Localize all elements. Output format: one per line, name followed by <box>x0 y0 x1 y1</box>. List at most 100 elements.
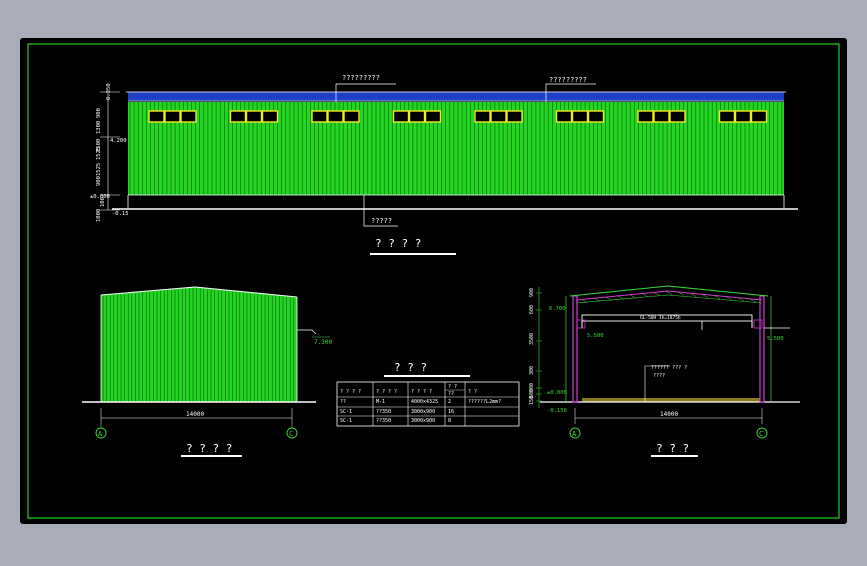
side-elevation: 7.300 14000 A C ? ? ? ? <box>82 286 332 457</box>
window-pane <box>734 110 752 123</box>
section-level-floor: ±0.000 <box>547 390 567 396</box>
schedule-cell: SC-1 <box>340 418 352 424</box>
section-dimension-label: 600 <box>529 305 535 314</box>
door-window-schedule: ? ? ? ? ? ? ?? ? ? ?? ? ? ?? ???? ???M-1… <box>336 361 520 427</box>
front-dimension-label: ±0.000 <box>90 194 110 200</box>
front-dimension-label: 4.200 <box>110 138 127 144</box>
section-floor-label: ?????? ??? ? <box>651 365 687 371</box>
section-ground <box>582 398 760 402</box>
window-pane <box>474 110 491 123</box>
schedule-cell: ??350 <box>376 409 391 415</box>
window-pane <box>555 110 573 123</box>
section-floor-label-2: ???? <box>653 373 665 379</box>
schedule-cell: ??????L2mm? <box>468 399 501 405</box>
front-callout-left: ????????? <box>342 74 380 82</box>
schedule-cell: ??350 <box>376 418 391 424</box>
front-elevation-title: ? ? ? ? <box>375 237 421 250</box>
window-group <box>474 110 523 123</box>
axis-bubble-icon <box>756 427 768 439</box>
window-group <box>392 110 442 123</box>
schedule-cell: 8 <box>448 418 451 424</box>
section-title: ? ? ? <box>656 442 689 455</box>
window-group <box>311 110 360 123</box>
window-pane <box>311 110 328 123</box>
window-pane <box>653 110 670 123</box>
schedule-cell: ?? <box>340 399 346 405</box>
front-dimension-label: 6.350 <box>106 83 112 100</box>
section-dimension-label: 150 <box>529 396 535 405</box>
front-dimension-label: 900 <box>96 176 102 186</box>
section-crane-beam <box>581 314 753 322</box>
window-pane <box>637 110 654 123</box>
front-roof-band <box>128 92 784 101</box>
section-beam-label: GL-50H 1h=1875h <box>640 315 681 321</box>
front-dimension-label: 1000 <box>96 209 102 222</box>
section-axis-left: A <box>572 430 577 438</box>
section-dimension-label: 900 <box>529 383 535 392</box>
window-pane <box>490 110 507 123</box>
schedule-header-cell: ? ? <box>468 389 477 395</box>
side-elevation-title: ? ? ? ? <box>186 442 232 455</box>
window-pane <box>245 110 263 123</box>
window-group <box>555 110 605 123</box>
front-dimension-label: 1500 <box>96 139 102 152</box>
cross-section: GL-50H 1h=1875h ?????? ??? ? ???? 6.700 … <box>529 285 800 457</box>
window-pane <box>718 110 736 123</box>
schedule-cell: 3000x900 <box>411 409 435 415</box>
window-pane <box>392 110 410 123</box>
front-dimension-label: 100 <box>100 197 106 207</box>
schedule-cell: 3000x900 <box>411 418 435 424</box>
section-level-ground: -0.150 <box>547 408 567 414</box>
window-pane <box>669 110 686 123</box>
window-pane <box>327 110 344 123</box>
section-dimension-label: 900 <box>529 288 535 297</box>
side-span-label: 14000 <box>186 411 204 418</box>
window-pane <box>164 110 181 123</box>
section-level-crane-right: 5.500 <box>767 336 784 342</box>
schedule-cell: 2 <box>448 399 451 405</box>
section-roof <box>569 285 769 297</box>
section-dimension-label: 300 <box>529 366 535 375</box>
window-pane <box>229 110 247 123</box>
side-axis-left: A <box>98 430 103 438</box>
window-pane <box>571 110 589 123</box>
front-callout-bottom: ????? <box>371 217 392 225</box>
side-axis-right: C <box>289 430 293 438</box>
schedule-cell: SC-1 <box>340 409 352 415</box>
front-dimension-label: 1525 <box>96 163 102 176</box>
front-dimension-label: 1525 <box>96 147 102 160</box>
schedule-header-cell: ?? <box>448 391 454 397</box>
section-dimension-label: 600 <box>529 389 535 398</box>
window-pane <box>506 110 523 123</box>
section-truss-web <box>581 290 757 304</box>
schedule-header-cell: ? ? ? ? <box>411 389 432 395</box>
section-dimension-label: 3500 <box>529 333 535 345</box>
window-group <box>229 110 279 123</box>
section-left-column <box>572 295 578 403</box>
axis-bubble-icon <box>569 427 581 439</box>
section-axis-right: C <box>759 430 763 438</box>
section-level-crane: 5.500 <box>587 333 604 339</box>
window-pane <box>180 110 197 123</box>
section-level-top: 6.700 <box>549 306 566 312</box>
window-pane <box>261 110 279 123</box>
window-pane <box>750 110 768 123</box>
window-group <box>148 110 197 123</box>
sheet-frame <box>27 43 840 519</box>
window-pane <box>343 110 360 123</box>
window-group <box>718 110 768 123</box>
front-dimension-label: 1300 <box>96 121 102 134</box>
schedule-header-cell: ? ? ? ? <box>340 389 361 395</box>
section-right-column <box>759 295 765 403</box>
side-wall-cladding <box>101 287 297 402</box>
schedule-header-cell: ? ? <box>448 384 457 390</box>
window-pane <box>408 110 426 123</box>
schedule-cell: 4000x4325 <box>411 399 438 405</box>
front-dimension-label: -0.15 <box>112 211 129 217</box>
window-pane <box>587 110 605 123</box>
window-pane <box>424 110 442 123</box>
